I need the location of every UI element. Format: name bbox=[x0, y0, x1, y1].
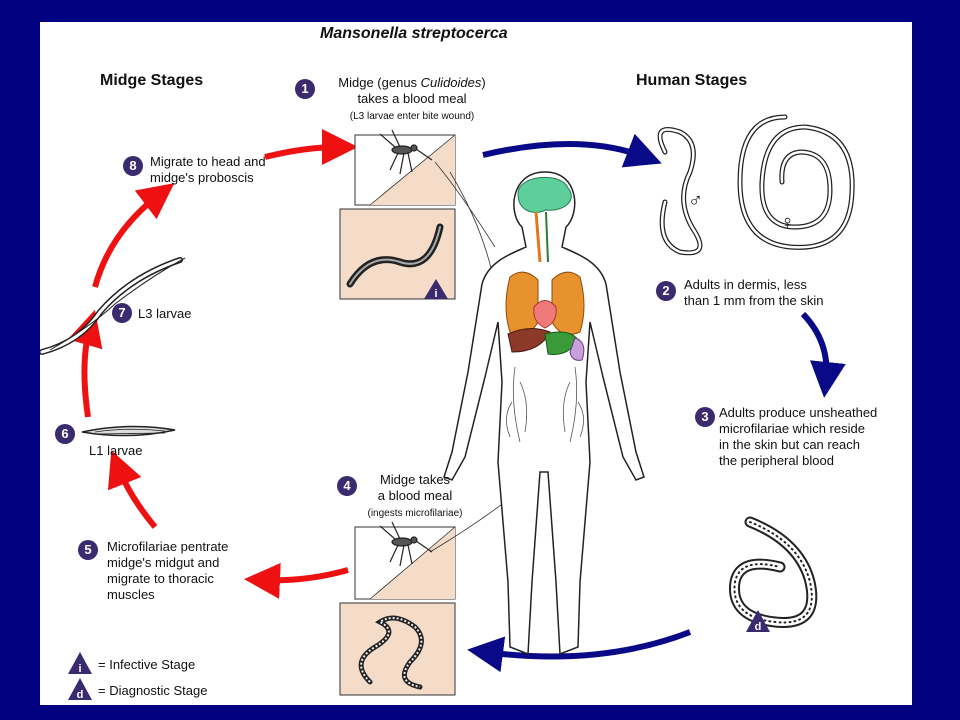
microfilaria-icon bbox=[729, 516, 818, 628]
human-stages-heading: Human Stages bbox=[636, 72, 748, 89]
arrow-1-to-human bbox=[482, 133, 662, 168]
arrow-5-to-6 bbox=[107, 450, 158, 529]
arrow-7-to-8 bbox=[92, 183, 175, 288]
l3-larvae-icon bbox=[40, 257, 186, 355]
step-4-note: (ingests microfilariae) bbox=[367, 508, 463, 519]
svg-text:d: d bbox=[77, 689, 84, 701]
legend-badge-infective: i bbox=[68, 652, 92, 675]
male-symbol: ♂ bbox=[688, 190, 703, 212]
step-2-badge: 2 bbox=[656, 281, 676, 301]
life-cycle-diagram: i bbox=[40, 114, 855, 701]
diagram-title: Mansonella streptocerca bbox=[320, 25, 508, 42]
midge-icon-top bbox=[379, 129, 433, 175]
midge-icon-bottom bbox=[379, 521, 433, 567]
midge-bite-inset-top: i bbox=[339, 129, 499, 300]
liver-icon bbox=[507, 328, 551, 353]
step-1-label: Midge (genus Culidoides) takes a blood m… bbox=[338, 75, 486, 122]
step-4-badge: 4 bbox=[337, 476, 357, 496]
step-8-badge: 8 bbox=[123, 156, 143, 176]
svg-text:i: i bbox=[78, 663, 81, 675]
infective-badge-icon bbox=[424, 279, 448, 299]
arrow-8-to-1 bbox=[264, 129, 358, 166]
adult-worms bbox=[657, 114, 855, 256]
heart-icon bbox=[533, 300, 557, 329]
brain-icon bbox=[517, 176, 572, 213]
human-figure bbox=[443, 171, 645, 656]
arrow-4-to-5 bbox=[244, 562, 349, 599]
legend-diagnostic-label: = Diagnostic Stage bbox=[98, 683, 208, 698]
midge-bite-inset-bottom bbox=[339, 483, 525, 696]
svg-text:d: d bbox=[755, 621, 762, 633]
step-1-note: (L3 larvae enter bite wound) bbox=[349, 111, 475, 122]
lungs-icon bbox=[505, 271, 539, 335]
step-5-badge: 5 bbox=[78, 540, 98, 560]
step-7-label: L3 larvae bbox=[138, 306, 192, 321]
svg-text:i: i bbox=[434, 288, 437, 300]
diagram-panel: i bbox=[40, 22, 912, 705]
arrow-2-to-3 bbox=[800, 311, 846, 398]
step-6-badge: 6 bbox=[55, 424, 75, 444]
step-1-badge: 1 bbox=[295, 79, 315, 99]
step-3-badge: 3 bbox=[695, 407, 715, 427]
step-6-label: L1 larvae bbox=[89, 443, 143, 458]
diagnostic-badge-icon: d bbox=[746, 610, 770, 633]
midge-stages-heading: Midge Stages bbox=[100, 72, 204, 89]
arrow-6-to-7 bbox=[67, 309, 103, 418]
female-symbol: ♀ bbox=[780, 212, 795, 234]
l1-larvae-icon bbox=[81, 425, 176, 437]
lymphatics-icon bbox=[506, 366, 584, 443]
legend-badge-diagnostic: d bbox=[68, 678, 92, 701]
arrow-3-to-4 bbox=[467, 629, 692, 673]
step-7-badge: 7 bbox=[112, 303, 132, 323]
red-arrows bbox=[67, 129, 358, 599]
legend-infective-label: = Infective Stage bbox=[98, 657, 196, 672]
blue-arrows bbox=[467, 133, 846, 673]
